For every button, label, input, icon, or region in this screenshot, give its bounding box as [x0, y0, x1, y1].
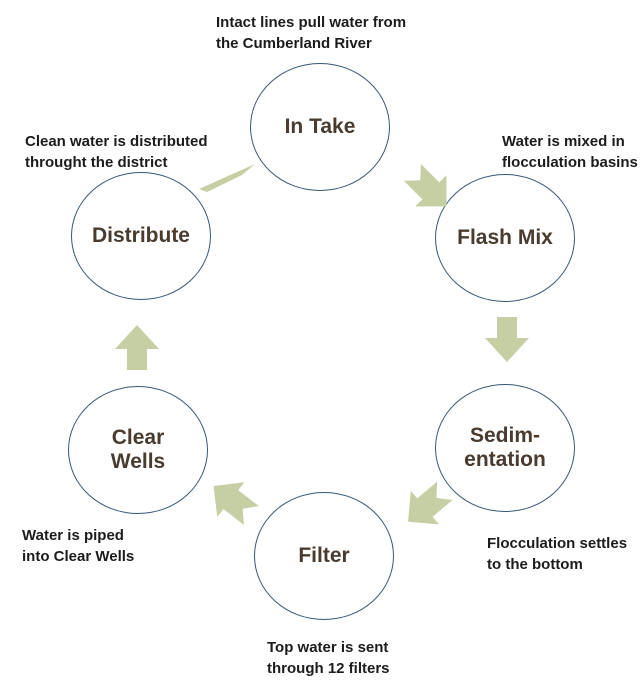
arrow-filter-to-clearwells-icon [213, 482, 259, 526]
node-clear-wells-label: Clear Wells [110, 425, 166, 473]
arrow-flashmix-to-sedimentation-icon [485, 317, 529, 362]
note-distribute: Clean water is distributed throught the … [25, 133, 208, 171]
node-flash-mix-label: Flash Mix [457, 225, 553, 249]
node-filter-label: Filter [298, 543, 350, 567]
note-intake: Intact lines pull water from the Cumberl… [216, 14, 407, 52]
note-clear-wells: Water is piped into Clear Wells [22, 527, 135, 565]
node-sedimentation-label: Sedim- entation [464, 423, 546, 471]
node-distribute-label: Distribute [91, 223, 190, 247]
note-sedimentation: Flocculation settles to the bottom [487, 535, 628, 573]
node-sedimentation: Sedim- entation [435, 384, 575, 512]
node-intake-label: In Take [284, 114, 356, 138]
arrow-clearwells-to-distribute-icon [115, 325, 159, 370]
node-filter: Filter [254, 492, 394, 620]
arrow-sedimentation-to-filter-icon [408, 481, 453, 525]
node-flash-mix: Flash Mix [435, 174, 575, 302]
arrow-distribute-to-intake-icon [199, 164, 255, 192]
node-intake: In Take [250, 63, 390, 191]
note-flash-mix: Water is mixed in flocculation basins [502, 133, 638, 171]
arrow-intake-to-flashmix-icon [403, 163, 447, 207]
note-filter: Top water is sent through 12 filters [267, 639, 390, 677]
node-distribute: Distribute [71, 172, 211, 300]
node-clear-wells: Clear Wells [68, 386, 208, 514]
